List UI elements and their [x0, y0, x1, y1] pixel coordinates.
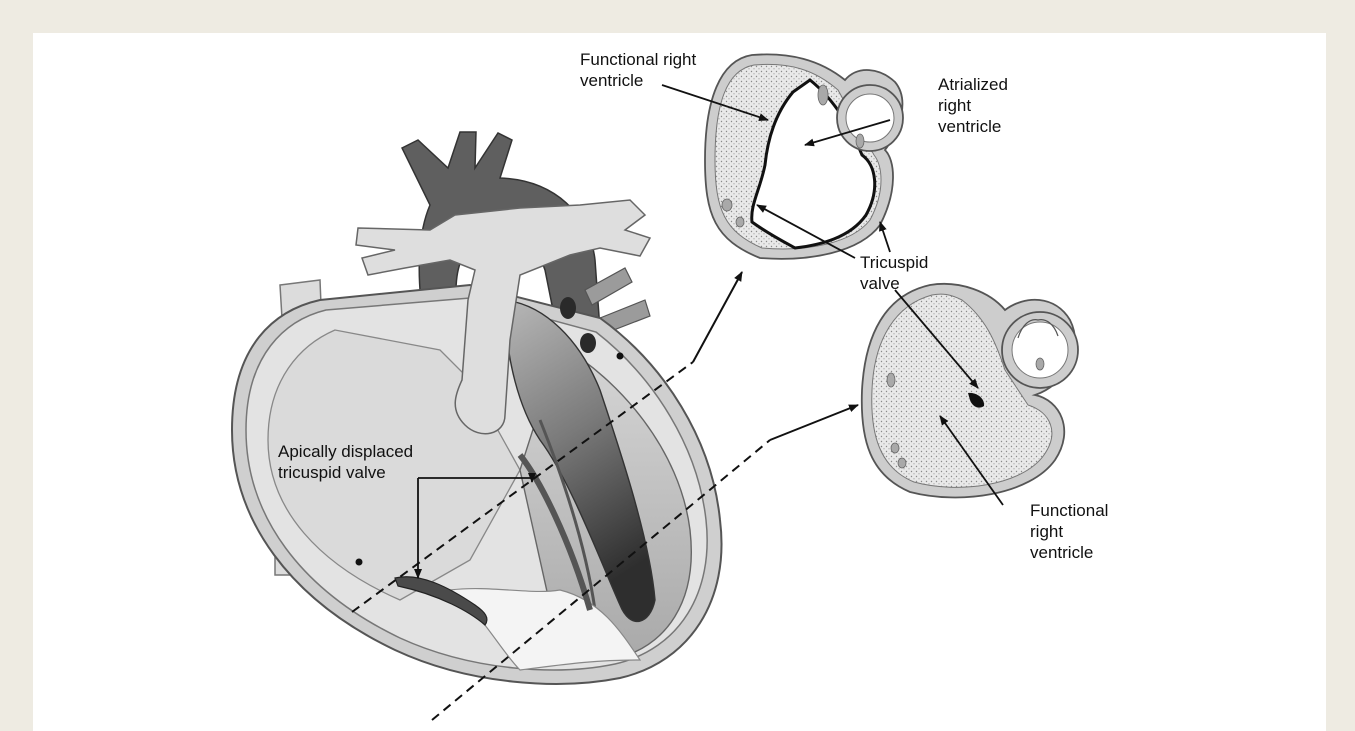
label-line: Apically displaced [278, 442, 413, 461]
label-line: Functional [1030, 501, 1108, 520]
label-line: Functional right [580, 50, 697, 69]
label-line: valve [860, 274, 900, 293]
section-arrows [693, 272, 858, 440]
label-line: ventricle [938, 117, 1001, 136]
bottom-cross-section [862, 284, 1078, 498]
label-line: ventricle [1030, 543, 1093, 562]
label-line: right [938, 96, 971, 115]
top-cross-section [705, 54, 903, 258]
label-line: right [1030, 522, 1063, 541]
label-line: ventricle [580, 71, 643, 90]
label-line: tricuspid valve [278, 463, 386, 482]
heart-illustration [232, 132, 722, 684]
label-atrialized-rv: Atrialized right ventricle [938, 75, 1013, 136]
label-functional-rv-bottom: Functional right ventricle [1030, 501, 1113, 562]
label-functional-rv-top: Functional right ventricle [580, 50, 701, 90]
label-line: Atrialized [938, 75, 1008, 94]
label-line: Tricuspid [860, 253, 928, 272]
